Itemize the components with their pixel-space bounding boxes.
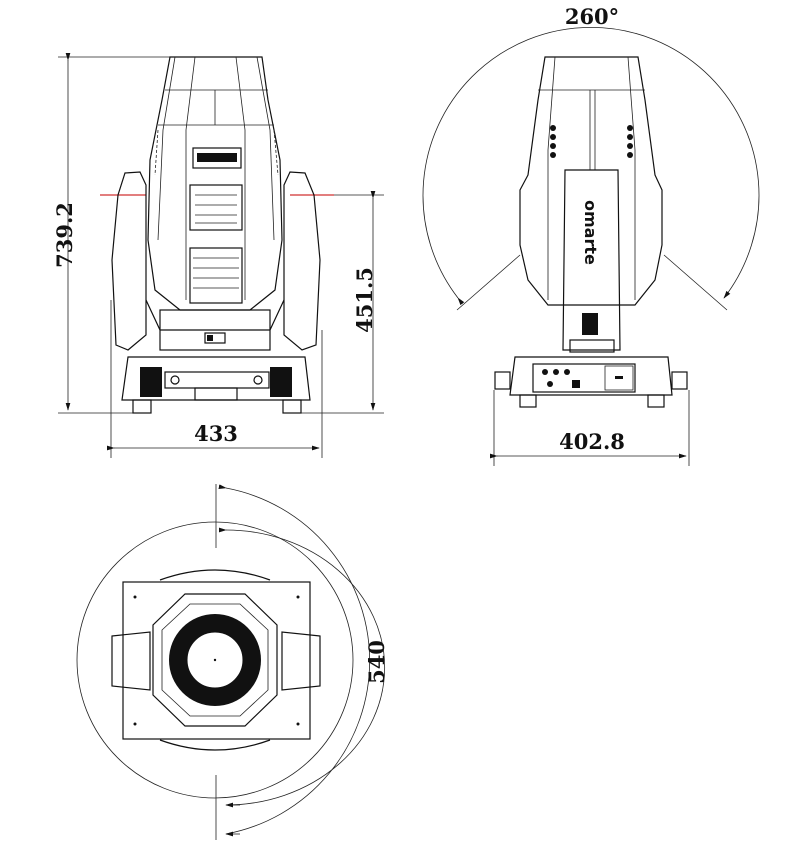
base-front <box>121 356 311 414</box>
dimension-base-width: 402.8 <box>489 390 690 466</box>
brand-logo-side: omarte <box>581 200 600 265</box>
logo-plate <box>197 153 237 162</box>
dimension-pan-range: 540 <box>215 484 389 840</box>
pan-circle <box>76 521 354 799</box>
base-side <box>494 356 688 408</box>
top-view: 540 <box>76 484 389 840</box>
moving-head-side: omarte <box>519 56 663 353</box>
dim-label-402: 402.8 <box>559 429 625 454</box>
dim-label-260: 260° <box>565 4 619 29</box>
dim-label-540: 540 <box>364 640 389 684</box>
front-view: 739.2 451.5 433 <box>52 52 384 458</box>
dim-label-739: 739.2 <box>52 202 77 268</box>
dim-label-433: 433 <box>194 421 238 446</box>
moving-head-top <box>111 569 321 751</box>
dimension-height-total: 739.2 <box>52 52 262 414</box>
side-view: 260° omarte <box>422 4 760 466</box>
dimension-tilt-angle: 260° <box>422 4 760 311</box>
dim-label-451: 451.5 <box>352 267 377 333</box>
yoke-front <box>111 171 321 351</box>
moving-head-front <box>147 56 283 311</box>
dimension-width: 433 <box>106 300 323 458</box>
dimension-pivot-height: 451.5 <box>100 190 384 414</box>
